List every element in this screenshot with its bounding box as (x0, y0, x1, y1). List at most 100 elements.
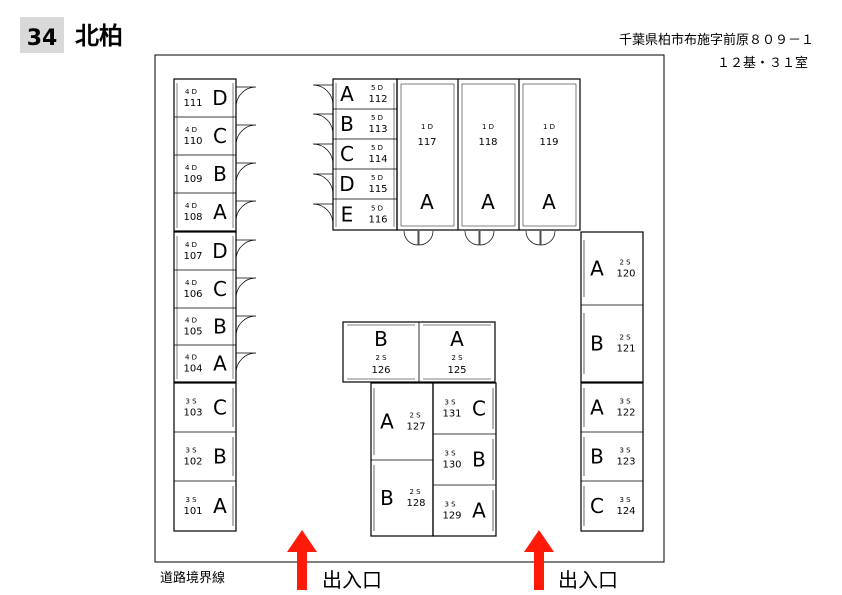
unit-type-label: 2 S (451, 354, 463, 362)
unit-number: 123 (616, 457, 635, 468)
unit-number: 107 (183, 251, 202, 262)
unit-number: 131 (442, 409, 461, 420)
unit-type-label: 2 S (619, 259, 631, 267)
right-3s-block (580, 382, 644, 532)
unit-letter: B (380, 486, 394, 510)
unit-number: 114 (368, 154, 387, 165)
unit-type-label: 2 S (409, 412, 421, 420)
unit-letter: A (213, 494, 227, 518)
unit-letter: B (213, 315, 227, 339)
site-address: 千葉県柏市布施字前原８０９－１ (619, 32, 814, 48)
unit-letter: A (542, 190, 556, 214)
unit-letter: B (590, 332, 604, 356)
top-1d-block (396, 78, 581, 246)
unit-letter: D (212, 86, 227, 110)
unit-number: 104 (183, 364, 202, 375)
unit-number: 130 (442, 460, 461, 471)
unit-letter: A (380, 410, 394, 434)
unit-letter: D (339, 172, 354, 196)
unit-number: 117 (417, 137, 436, 148)
unit-type-label: 4 D (185, 354, 197, 362)
unit-type-label: 2 S (375, 354, 387, 362)
unit-type-label: 4 D (185, 279, 197, 287)
unit-letter: C (213, 396, 227, 420)
entrance-right-arrow (524, 530, 554, 590)
right-2s-block (580, 231, 644, 383)
unit-letter: A (472, 499, 486, 523)
unit-letter: A (213, 352, 227, 376)
unit-number: 128 (406, 498, 425, 509)
unit-type-label: 5 D (371, 144, 383, 152)
unit-type-label: 4 D (185, 241, 197, 249)
boundary-label: 道路境界線 (160, 570, 225, 586)
unit-letter: A (481, 190, 495, 214)
unit-number: 108 (183, 212, 202, 223)
unit-type-label: 2 S (409, 488, 421, 496)
unit-letter: B (213, 162, 227, 186)
unit-number: 106 (183, 289, 202, 300)
building-number: 34 (27, 26, 58, 51)
unit-letter: C (213, 277, 227, 301)
unit-number: 113 (368, 124, 387, 135)
site-name: 北柏 (75, 22, 123, 50)
unit-number: 103 (183, 408, 202, 419)
entrance-right-label: 出入口 (558, 568, 618, 592)
unit-letter: E (341, 203, 354, 227)
unit-type-label: 1 D (421, 123, 433, 131)
unit-type-label: 4 D (185, 88, 197, 96)
unit-letter: A (590, 257, 604, 281)
entrance-left-label: 出入口 (322, 568, 382, 592)
unit-number: 116 (368, 215, 387, 226)
unit-type-label: 3 S (185, 398, 197, 406)
left-block-3s (173, 382, 237, 532)
unit-number: 124 (616, 506, 635, 517)
unit-type-label: 3 S (444, 399, 456, 407)
unit-number: 120 (616, 269, 635, 280)
unit-number: 115 (368, 184, 387, 195)
building-number-badge (20, 17, 64, 53)
unit-type-label: 1 D (482, 123, 494, 131)
unit-number: 118 (478, 137, 497, 148)
unit-number: 127 (406, 422, 425, 433)
unit-type-label: 2 S (619, 334, 631, 342)
unit-letter: C (472, 397, 486, 421)
unit-number: 110 (183, 136, 202, 147)
unit-number: 101 (183, 506, 202, 517)
center-3s-block (432, 382, 497, 537)
unit-type-label: 5 D (371, 84, 383, 92)
unit-type-label: 3 S (444, 450, 456, 458)
entrance-left-arrow (287, 530, 317, 590)
unit-letter: B (590, 445, 604, 469)
unit-number: 126 (371, 365, 390, 376)
unit-letter: C (340, 142, 354, 166)
unit-number: 125 (447, 365, 466, 376)
unit-letter: C (213, 124, 227, 148)
unit-number: 112 (368, 94, 387, 105)
unit-number: 111 (183, 98, 202, 109)
unit-number: 119 (539, 137, 558, 148)
unit-number: 102 (183, 457, 202, 468)
unit-number: 109 (183, 174, 202, 185)
unit-letter: A (590, 396, 604, 420)
unit-type-label: 3 S (619, 496, 631, 504)
unit-letter: A (450, 327, 464, 351)
unit-type-label: 3 S (619, 447, 631, 455)
unit-letter: B (340, 112, 354, 136)
unit-type-label: 4 D (185, 126, 197, 134)
center-2s-pair (342, 321, 496, 383)
unit-letter: A (420, 190, 434, 214)
unit-number: 121 (616, 344, 635, 355)
unit-type-label: 3 S (619, 398, 631, 406)
unit-type-label: 5 D (371, 114, 383, 122)
unit-letter: B (472, 448, 486, 472)
unit-type-label: 5 D (371, 205, 383, 213)
unit-type-label: 1 D (543, 123, 555, 131)
unit-number: 122 (616, 408, 635, 419)
unit-type-label: 3 S (185, 447, 197, 455)
unit-number: 105 (183, 327, 202, 338)
unit-type-label: 3 S (185, 496, 197, 504)
left-block-lower (173, 231, 257, 383)
